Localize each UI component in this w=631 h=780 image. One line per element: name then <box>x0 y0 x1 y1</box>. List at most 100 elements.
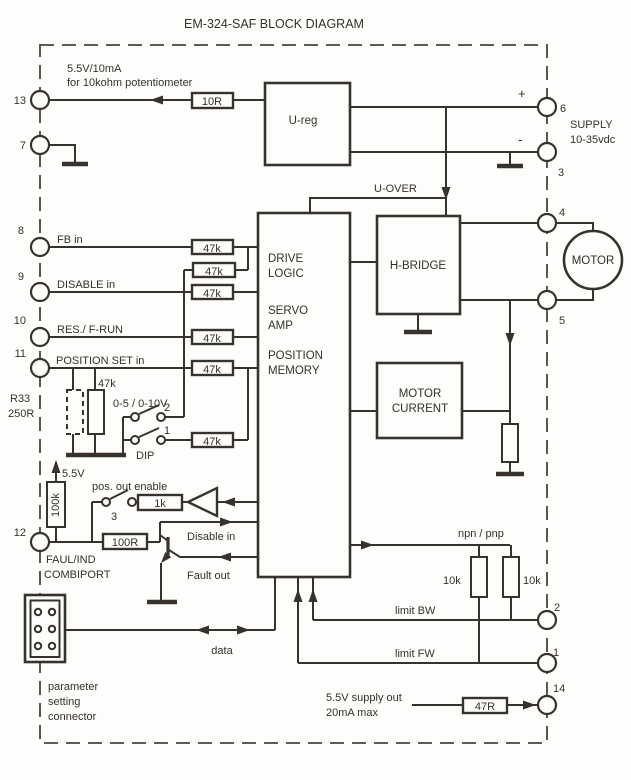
terminal-7 <box>29 134 51 156</box>
combiport-label: COMBIPORT <box>44 569 111 581</box>
param-label-3: connector <box>48 711 97 723</box>
connector-pin-icon <box>47 624 57 634</box>
res-frun-label: RES./ F-RUN <box>57 324 123 336</box>
resistor-100k-label: 100k <box>50 493 62 517</box>
terminal-3 <box>536 141 558 163</box>
switch2-number: 2 <box>164 402 170 414</box>
param-label-2: setting <box>48 696 80 708</box>
pin-9: 9 <box>18 271 24 283</box>
main-block-line4: AMP <box>268 320 293 332</box>
main-block-line2: LOGIC <box>268 268 304 280</box>
pin-5: 5 <box>559 315 565 327</box>
disable-in-2-label: Disable in <box>187 531 235 543</box>
faul-ind-label: FAUL/IND <box>46 554 96 566</box>
switch1-contact <box>130 435 140 445</box>
limit-fw-label: limit FW <box>395 648 435 660</box>
main-logic-block <box>256 211 352 579</box>
h-bridge-label: H-BRIDGE <box>390 260 447 272</box>
resistor-47k-position <box>190 359 235 377</box>
switch3-lever-icon <box>109 489 129 500</box>
pin-1: 1 <box>553 647 559 659</box>
arrow-up-icon <box>51 460 61 473</box>
pin-13: 13 <box>14 95 26 107</box>
switch1-contact <box>156 435 166 445</box>
wire-pot-divider <box>72 368 184 453</box>
connector-pin-icon <box>33 624 43 634</box>
main-block-line6: MEMORY <box>268 365 320 377</box>
connector-pin-icon <box>33 641 43 651</box>
pot-supply-label-1: 5.5V/10mA <box>67 63 122 75</box>
dip-label: DIP <box>136 450 154 462</box>
resistor-10k-right-label: 10k <box>523 575 541 587</box>
param-label-1: parameter <box>48 681 98 693</box>
wire-pin7-ground <box>49 144 76 162</box>
terminal-13 <box>29 89 51 111</box>
pin-3: 3 <box>558 167 564 179</box>
motor-current-line1: MOTOR <box>399 388 442 400</box>
switch2-lever-icon <box>138 404 160 415</box>
resistor-100k <box>46 481 66 528</box>
connector-pin-icon <box>47 607 57 617</box>
resistor-r33-dashed <box>66 389 84 435</box>
v55-label: 5.5V <box>62 468 85 480</box>
arrow-left-icon <box>222 497 235 507</box>
supply-out-label-1: 5.5V supply out <box>326 692 402 704</box>
resistor-1k-label: 1k <box>154 498 166 510</box>
pin-11: 11 <box>15 348 26 360</box>
buffer-amp-icon <box>185 486 219 518</box>
resistor-47k-label: 47k <box>203 364 221 376</box>
resistor-100r <box>101 532 149 551</box>
pin-7: 7 <box>20 140 26 152</box>
supply-label-1: SUPPLY <box>570 119 613 131</box>
disable-in-label: DISABLE in <box>57 279 115 291</box>
pin-6: 6 <box>560 103 566 115</box>
main-block-line5: POSITION <box>268 350 323 362</box>
terminal-2 <box>536 609 558 631</box>
pin-8: 8 <box>18 225 24 237</box>
resistor-47k-range <box>191 261 237 279</box>
fb-in-label: FB in <box>57 234 83 246</box>
terminal-14 <box>536 694 558 716</box>
resistor-47r-label: 47R <box>475 701 495 713</box>
pin-10: 10 <box>14 315 26 327</box>
switch1-number: 1 <box>164 425 170 437</box>
module-border <box>39 44 548 744</box>
switch1-lever-icon <box>138 427 160 438</box>
motor-symbol <box>562 229 624 291</box>
resistor-10r-label: 10R <box>202 96 222 108</box>
wire-npn-pnp <box>350 544 512 663</box>
resistor-10r <box>190 91 235 110</box>
wire-position-set <box>49 367 258 441</box>
arrow-right-icon <box>361 540 374 550</box>
supply-label-2: 10-35vdc <box>570 134 616 146</box>
resistor-47k-label: 47k <box>203 288 221 300</box>
limit-bw-label: limit BW <box>395 605 436 617</box>
emitter-arrow-icon <box>161 552 172 563</box>
range-label: 0-5 / 0-10V <box>113 398 168 410</box>
wire-u-over <box>309 197 446 213</box>
r33-value-label: 250R <box>8 408 34 420</box>
npn-pnp-label: npn / pnp <box>458 528 504 540</box>
pin-4: 4 <box>559 207 565 219</box>
resistor-current-sense <box>501 423 519 463</box>
supply-plus-label: + <box>518 86 526 101</box>
terminal-12 <box>29 531 51 553</box>
arrow-down-icon <box>441 187 451 200</box>
resistor-1k <box>136 493 184 512</box>
wire-motor-top <box>460 222 594 231</box>
arrow-right-icon <box>523 700 536 710</box>
terminal-5 <box>536 289 558 311</box>
pot-supply-label-2: for 10kohm potentiometer <box>67 77 193 89</box>
motor-current-block <box>375 361 464 440</box>
diagram-title: EM-324-SAF BLOCK DIAGRAM <box>184 17 364 31</box>
resistor-100r-label: 100R <box>112 537 138 549</box>
switch3-contact <box>127 497 137 507</box>
resistor-47k-label: 47k <box>203 436 221 448</box>
resistor-10k-left-label: 10k <box>443 575 461 587</box>
arrow-up-icon <box>293 589 303 602</box>
arrow-right-icon <box>220 517 233 527</box>
resistor-47k-vertical <box>87 389 105 435</box>
pos-out-enable-label: pos. out enable <box>92 481 167 493</box>
terminal-9 <box>29 281 51 303</box>
